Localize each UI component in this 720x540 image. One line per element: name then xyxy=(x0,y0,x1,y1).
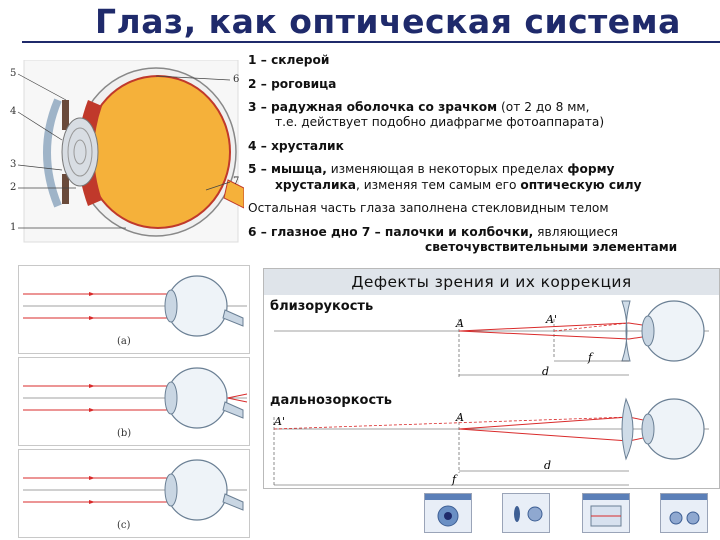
myopia-d: d xyxy=(542,365,549,378)
ray-diagrams: (a) (b) (c) xyxy=(18,265,250,540)
legend-item-1: 1 – склерой xyxy=(248,53,716,68)
ray-diagram-c: (c) xyxy=(18,449,250,538)
legend-item-2: 2 – роговица xyxy=(248,77,716,92)
legend-item-5-cont: хрусталика, изменяя тем самым его оптиче… xyxy=(248,178,716,193)
legend-item-3-cont: т.е. действует подобно диафрагме фотоапп… xyxy=(248,115,716,130)
vision-defects-panel: Дефекты зрения и их коррекция близорукос… xyxy=(263,268,720,489)
myopia-point-A1: A' xyxy=(546,313,557,326)
eye-label-6: 6 xyxy=(233,74,239,85)
legend-item-3: 3 – радужная оболочка со зрачком (от 2 д… xyxy=(248,100,716,115)
eye-label-2: 2 xyxy=(10,182,16,193)
hyperopia-diagram xyxy=(264,397,719,489)
eye-thumbnail-icon xyxy=(425,494,471,532)
eye-label-4: 4 xyxy=(10,106,16,117)
eye-label-7: 7 xyxy=(233,176,239,187)
ray-diagram-b: (b) xyxy=(18,357,250,446)
hyperopia-point-A1: A' xyxy=(274,415,285,428)
eye-label-3: 3 xyxy=(10,159,16,170)
caption-b: (b) xyxy=(117,428,131,439)
eye-thumbnail-1[interactable] xyxy=(424,493,472,533)
eye-diagram-svg xyxy=(6,60,244,245)
defects-title: Дефекты зрения и их коррекция xyxy=(264,269,719,295)
eye-label-1: 1 xyxy=(10,222,16,233)
myopia-f: f xyxy=(588,351,592,364)
hyperopia-d: d xyxy=(544,459,551,472)
eye-thumbnail-3[interactable] xyxy=(582,493,630,533)
eye-thumbnail-icon xyxy=(661,494,707,532)
eye-label-5: 5 xyxy=(10,68,16,79)
title-rule xyxy=(22,41,720,43)
caption-c: (c) xyxy=(117,520,130,531)
eye-thumbnail-icon xyxy=(583,494,629,532)
eye-diagram: 5 4 3 2 1 6 7 xyxy=(6,60,244,245)
legend-item-5: 5 – мышца, изменяющая в некоторых предел… xyxy=(248,162,716,177)
legend-item-6-7: 6 – глазное дно 7 – палочки и колбочки, … xyxy=(248,225,716,240)
eye-thumbnail-icon xyxy=(503,494,549,532)
eye-thumbnail-4[interactable] xyxy=(660,493,708,533)
caption-a: (a) xyxy=(117,336,131,347)
myopia-point-A: A xyxy=(456,317,464,330)
hyperopia-point-A: A xyxy=(456,411,464,424)
ray-diagram-a: (a) xyxy=(18,265,250,354)
myopia-diagram xyxy=(264,297,719,387)
legend-item-4: 4 – хрусталик xyxy=(248,139,716,154)
legend-item-6-7-cont: светочувствительными элементами xyxy=(248,240,716,255)
eye-thumbnail-2[interactable] xyxy=(502,493,550,533)
legend-rest-text: Остальная часть глаза заполнена стеклови… xyxy=(248,201,716,216)
hyperopia-f: f xyxy=(452,473,456,486)
slide-title: Глаз, как оптическая система xyxy=(95,2,720,42)
